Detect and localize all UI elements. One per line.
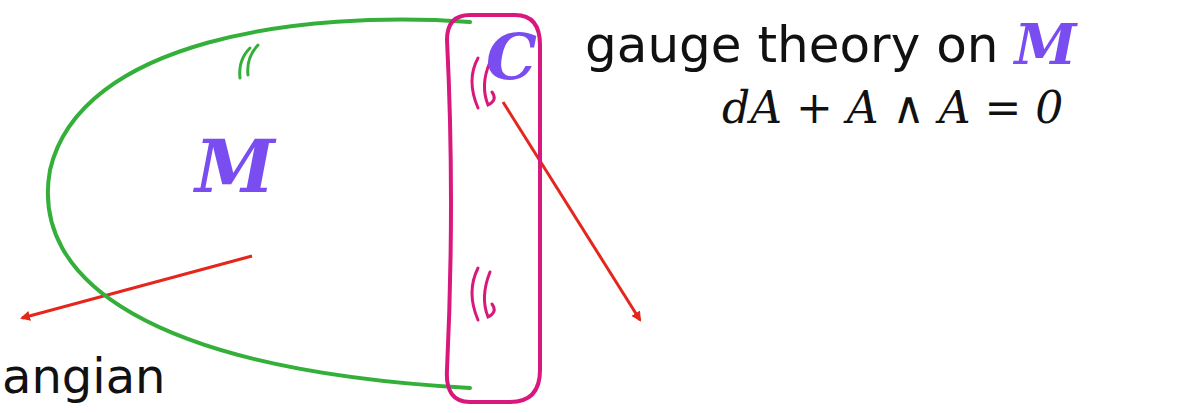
flatness-equation: dA + A ∧ A = 0	[722, 84, 1063, 132]
manifold-symbol: M	[195, 127, 275, 206]
handle-mark	[472, 268, 478, 320]
handle-mark	[484, 272, 494, 317]
handle-mark	[472, 58, 478, 108]
shading-mark	[248, 45, 258, 75]
cut-off-label: angian	[2, 350, 165, 403]
heading-text: gauge theory on	[585, 18, 998, 73]
leader-arrow	[22, 256, 252, 318]
manifold-outline	[48, 20, 470, 388]
surface-region: C	[440, 10, 545, 405]
manifold-symbol: C	[486, 22, 537, 92]
surface-outline	[447, 15, 540, 402]
manifold-symbol: M	[1014, 14, 1076, 76]
manifold-region: M	[40, 15, 480, 395]
leader-arrow	[503, 102, 640, 320]
